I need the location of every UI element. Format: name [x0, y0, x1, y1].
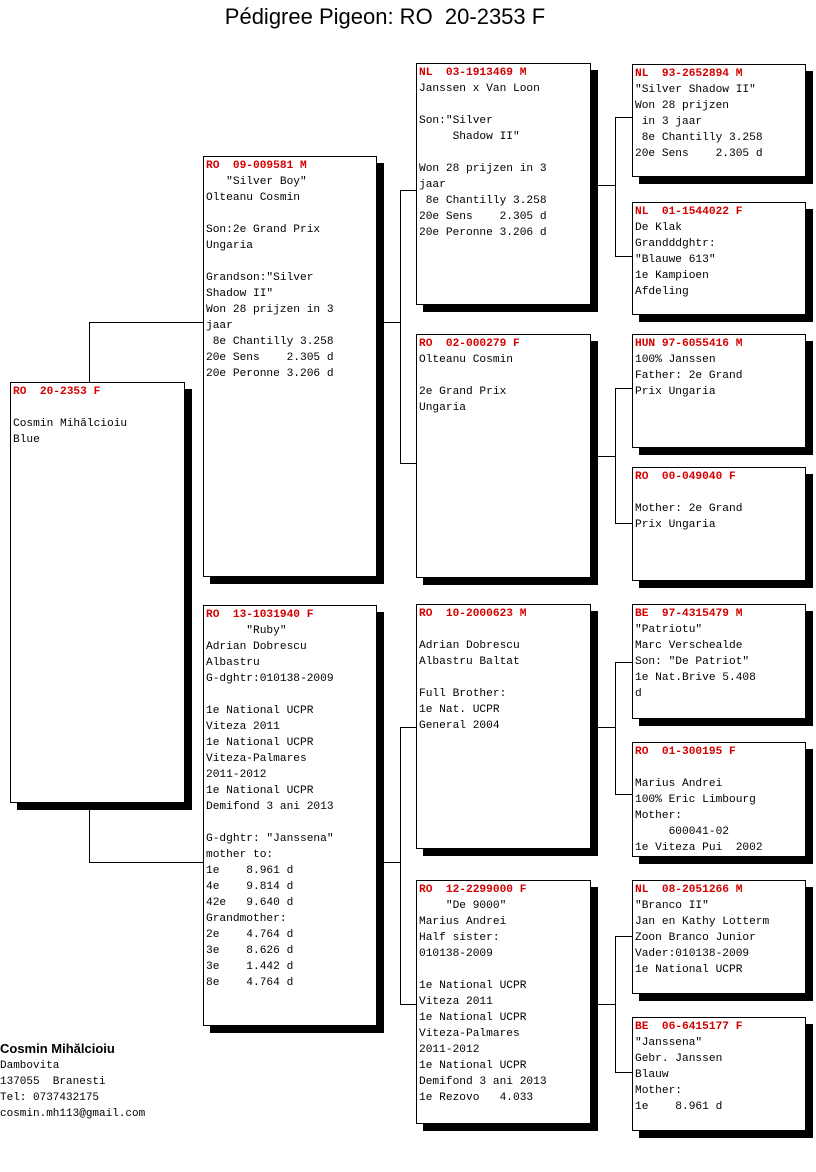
- pigeon-details: Adrian Dobrescu Albastru Baltat Full Bro…: [419, 640, 520, 732]
- dam-card: RO 13-1031940 F "Ruby" Adrian Dobrescu A…: [203, 605, 377, 1026]
- connector-line: [615, 388, 616, 524]
- connector-line: [615, 388, 632, 389]
- connector-line: [400, 727, 416, 728]
- ring-number: NL 03-1913469 M: [419, 67, 527, 79]
- connector-line: [615, 117, 632, 118]
- ddd-card: BE 06-6415177 F "Janssena" Gebr. Janssen…: [632, 1017, 806, 1131]
- connector-line: [400, 727, 401, 1005]
- connector-line: [400, 190, 416, 191]
- pigeon-details: Mother: 2e Grand Prix Ungaria: [635, 503, 743, 531]
- pigeon-details: "Silver Boy" Olteanu Cosmin Son:2e Grand…: [206, 176, 334, 380]
- ring-number: BE 06-6415177 F: [635, 1021, 743, 1033]
- connector-line: [615, 523, 632, 524]
- ring-number: RO 12-2299000 F: [419, 884, 527, 896]
- ring-number: RO 02-000279 F: [419, 338, 520, 350]
- connector-line: [400, 190, 401, 463]
- pigeon-details: "Ruby" Adrian Dobrescu Albastru G-dghtr:…: [206, 625, 334, 989]
- ring-number: NL 93-2652894 M: [635, 68, 743, 80]
- pigeon-details: "Janssena" Gebr. Janssen Blauw Mother: 1…: [635, 1037, 723, 1113]
- ring-number: HUN 97-6055416 M: [635, 338, 743, 350]
- ring-number: RO 20-2353 F: [13, 386, 101, 398]
- breeder-address: 137055 Branesti: [0, 1076, 106, 1088]
- sire-card: RO 09-009581 M "Silver Boy" Olteanu Cosm…: [203, 156, 377, 577]
- ring-number: RO 10-2000623 M: [419, 608, 527, 620]
- subject-pigeon-card: RO 20-2353 F Cosmin Mihălcioiu Blue: [10, 382, 185, 803]
- connector-line: [400, 463, 416, 464]
- connector-line: [596, 1004, 616, 1005]
- pigeon-details: "Patriotu" Marc Verschealde Son: "De Pat…: [635, 624, 756, 700]
- connector-line: [615, 936, 632, 937]
- pigeon-details: De Klak Grandddghtr: "Blauwe 613" 1e Kam…: [635, 222, 716, 298]
- connector-line: [615, 256, 632, 257]
- dam-dam-card: RO 12-2299000 F "De 9000" Marius Andrei …: [416, 880, 591, 1124]
- pigeon-details: 100% Janssen Father: 2e Grand Prix Ungar…: [635, 354, 743, 398]
- connector-line: [615, 936, 616, 1073]
- pigeon-details: "De 9000" Marius Andrei Half sister: 010…: [419, 900, 547, 1104]
- sss-card: NL 93-2652894 M "Silver Shadow II" Won 2…: [632, 64, 806, 177]
- dss-card: BE 97-4315479 M "Patriotu" Marc Verschea…: [632, 604, 806, 719]
- dds-card: NL 08-2051266 M "Branco II" Jan en Kathy…: [632, 880, 806, 994]
- ring-number: NL 08-2051266 M: [635, 884, 743, 896]
- ring-number: RO 13-1031940 F: [206, 609, 314, 621]
- pigeon-details: "Branco II" Jan en Kathy Lotterm Zoon Br…: [635, 900, 770, 976]
- pigeon-details: Cosmin Mihălcioiu Blue: [13, 418, 128, 446]
- connector-line: [615, 117, 616, 257]
- sire-sire-card: NL 03-1913469 M Janssen x Van Loon Son:"…: [416, 63, 591, 305]
- page-title: Pédigree Pigeon: RO 20-2353 F: [224, 4, 546, 29]
- ring-number: NL 01-1544022 F: [635, 206, 743, 218]
- connector-line: [383, 862, 401, 863]
- connector-line: [89, 322, 203, 323]
- connector-line: [400, 1004, 416, 1005]
- connector-line: [596, 727, 616, 728]
- connector-line: [596, 456, 616, 457]
- breeder-info: Cosmin Mihălcioiu Dambovita 137055 Brane…: [0, 1040, 145, 1122]
- connector-line: [596, 185, 616, 186]
- pigeon-details: Marius Andrei 100% Eric Limbourg Mother:…: [635, 778, 763, 854]
- sds-card: HUN 97-6055416 M 100% Janssen Father: 2e…: [632, 334, 806, 448]
- connector-line: [383, 322, 401, 323]
- sire-dam-card: RO 02-000279 F Olteanu Cosmin 2e Grand P…: [416, 334, 591, 578]
- ring-number: BE 97-4315479 M: [635, 608, 743, 620]
- dsd-card: RO 01-300195 F Marius Andrei 100% Eric L…: [632, 742, 806, 857]
- dam-sire-card: RO 10-2000623 M Adrian Dobrescu Albastru…: [416, 604, 591, 849]
- breeder-phone: Tel: 0737432175: [0, 1092, 100, 1104]
- ring-number: RO 09-009581 M: [206, 160, 307, 172]
- pigeon-details: "Silver Shadow II" Won 28 prijzen in 3 j…: [635, 84, 763, 160]
- ring-number: RO 01-300195 F: [635, 746, 736, 758]
- sdd-card: RO 00-049040 F Mother: 2e Grand Prix Ung…: [632, 467, 806, 581]
- connector-line: [615, 1072, 632, 1073]
- ring-number: RO 00-049040 F: [635, 471, 736, 483]
- connector-line: [89, 803, 90, 863]
- connector-line: [89, 862, 203, 863]
- pigeon-details: Olteanu Cosmin 2e Grand Prix Ungaria: [419, 354, 513, 414]
- connector-line: [615, 662, 616, 795]
- connector-line: [615, 794, 632, 795]
- ssd-card: NL 01-1544022 F De Klak Grandddghtr: "Bl…: [632, 202, 806, 315]
- breeder-region: Dambovita: [0, 1060, 60, 1072]
- pigeon-details: Janssen x Van Loon Son:"Silver Shadow II…: [419, 83, 547, 239]
- breeder-email[interactable]: cosmin.mh113@gmail.com: [0, 1108, 146, 1120]
- connector-line: [615, 662, 632, 663]
- breeder-name: Cosmin Mihălcioiu: [0, 1041, 115, 1056]
- connector-line: [89, 322, 90, 383]
